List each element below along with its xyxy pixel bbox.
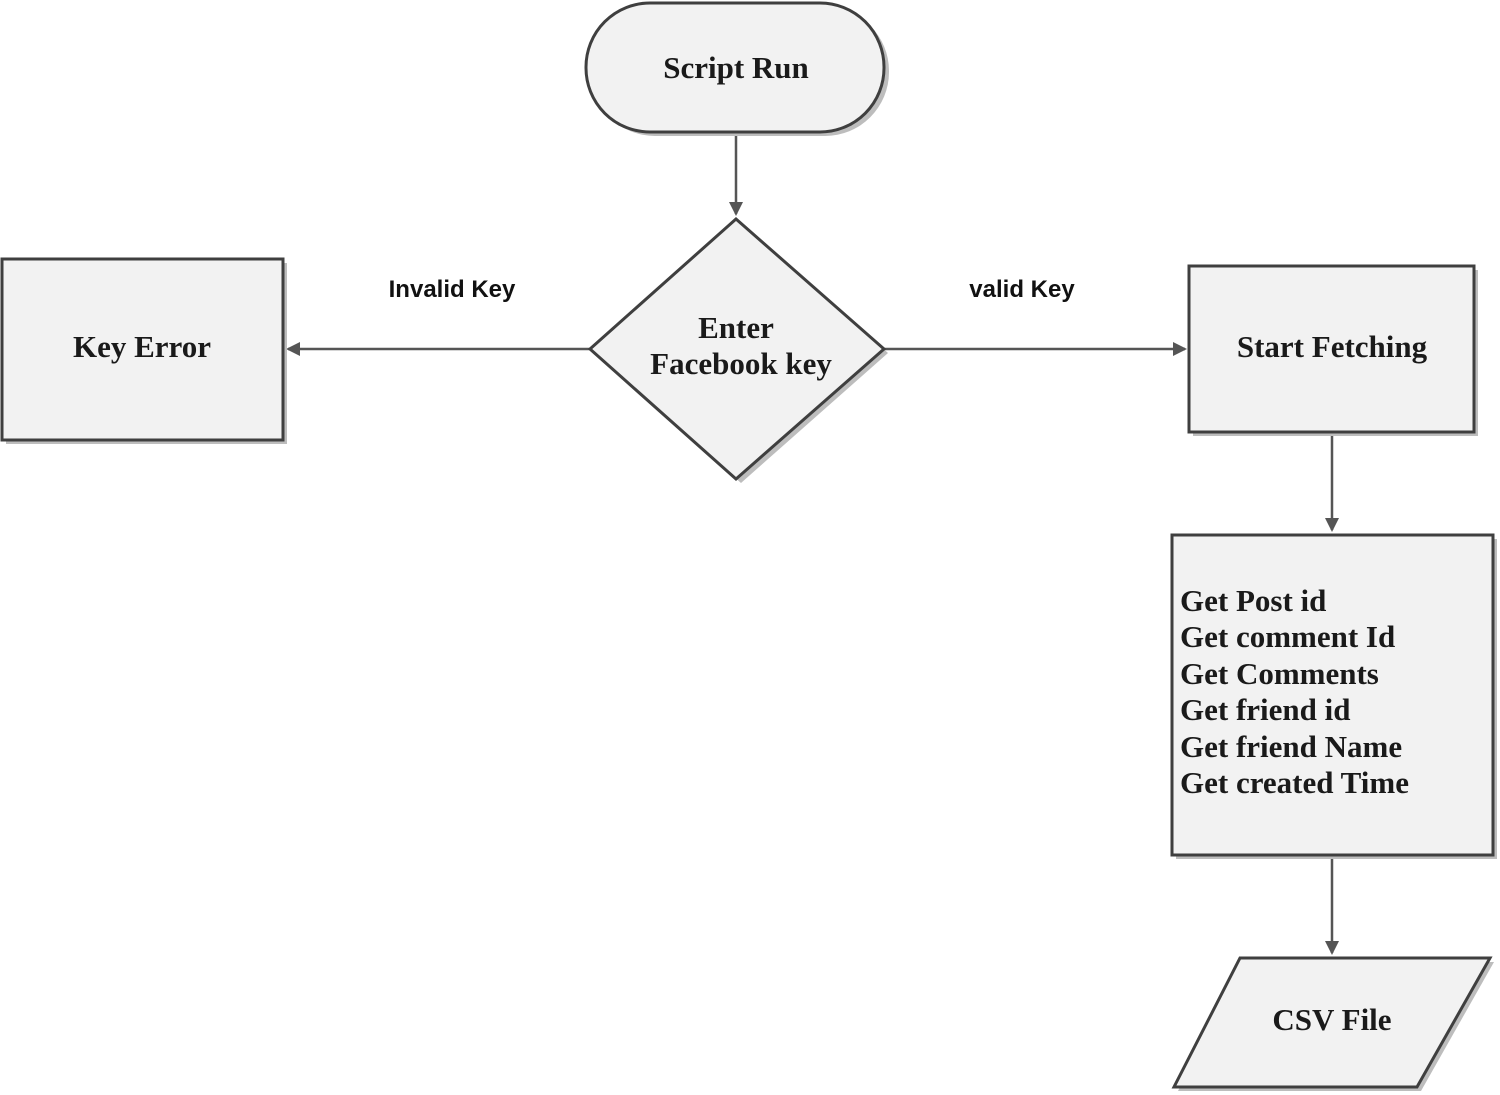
details-item: Get friend Name: [1180, 729, 1402, 764]
details-item: Get created Time: [1180, 765, 1409, 800]
output-node: CSV File: [1171, 956, 1494, 1091]
details-node: Get Post id Get comment Id Get Comments …: [1170, 533, 1497, 859]
decision-node-label-line2: Facebook key: [650, 346, 832, 381]
start-node-label: Script Run: [663, 50, 809, 85]
start-node: Script Run: [584, 1, 889, 136]
edge-label-invalid-key: Invalid Key: [389, 276, 516, 303]
output-node-label: CSV File: [1272, 1002, 1391, 1037]
edge-label-valid-key: valid Key: [969, 276, 1075, 303]
fetch-node-label: Start Fetching: [1237, 329, 1428, 364]
details-item: Get friend id: [1180, 692, 1351, 727]
decision-node: Enter Facebook key: [587, 216, 888, 483]
error-node-label: Key Error: [73, 329, 211, 364]
fetch-node: Start Fetching: [1187, 264, 1478, 436]
decision-node-label-line1: Enter: [698, 310, 774, 345]
details-item: Get comment Id: [1180, 619, 1395, 654]
error-node: Key Error: [0, 257, 287, 444]
details-item: Get Post id: [1180, 583, 1326, 618]
details-item: Get Comments: [1180, 656, 1379, 691]
